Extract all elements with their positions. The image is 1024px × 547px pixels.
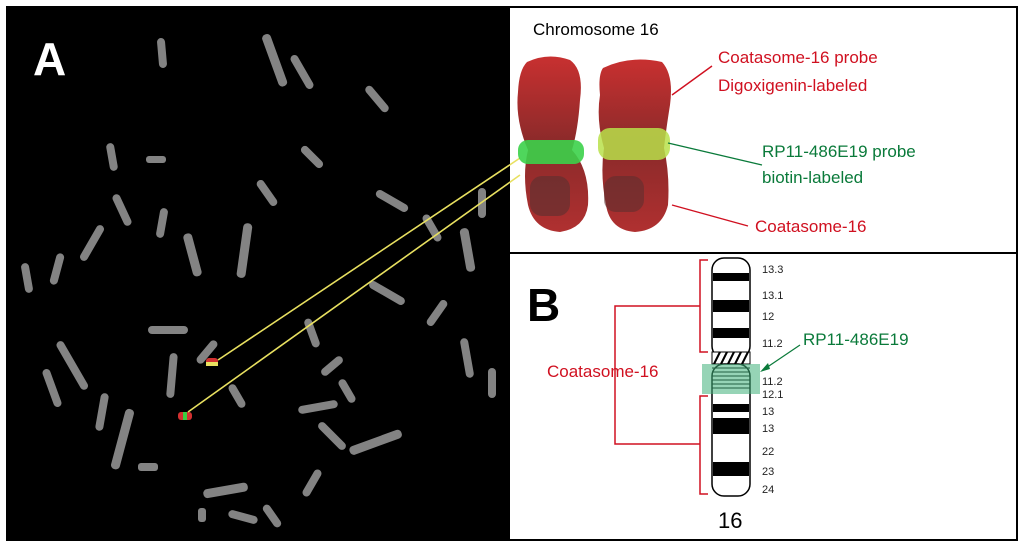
chromosome-number: 16 [718, 508, 743, 533]
band-label: 22 [762, 446, 775, 458]
metaphase-chromosomes [21, 34, 496, 528]
panel-b-label: B [527, 279, 561, 331]
band-label: 13.3 [762, 264, 784, 276]
metaphase-spread-image: A [8, 8, 508, 539]
clone-highlight [702, 364, 760, 394]
inset-title: Chromosome 16 [533, 20, 659, 39]
probe2-line1: RP11-486E19 probe [762, 142, 916, 161]
panel-divider-vertical [508, 8, 510, 539]
probe1-line1: Coatasome-16 probe [718, 48, 878, 67]
fish-signal-2 [178, 412, 192, 420]
target-label: Coatasome-16 [755, 217, 867, 236]
region-label: Coatasome-16 [547, 362, 659, 381]
fish-signal-1 [206, 358, 218, 366]
band-label: 24 [762, 484, 775, 496]
band-label: 11.2 [762, 338, 783, 350]
band-label: 12 [762, 311, 775, 323]
band-label: 13 [762, 406, 775, 418]
band-label: 23 [762, 466, 775, 478]
panel-a-label: A [33, 33, 67, 85]
inset-chromosome-left [517, 56, 589, 232]
band-label: 12.1 [762, 389, 784, 401]
probe1-line2: Digoxigenin-labeled [718, 76, 868, 95]
panel-divider-horizontal [510, 252, 1016, 254]
inset-chromosome-right [598, 59, 671, 232]
probe2-line2: biotin-labeled [762, 168, 864, 187]
clone-label: RP11-486E19 [803, 330, 909, 349]
band-label: 13.1 [762, 290, 784, 302]
band-label: 13 [762, 423, 775, 435]
band-label: 11.2 [762, 376, 783, 388]
